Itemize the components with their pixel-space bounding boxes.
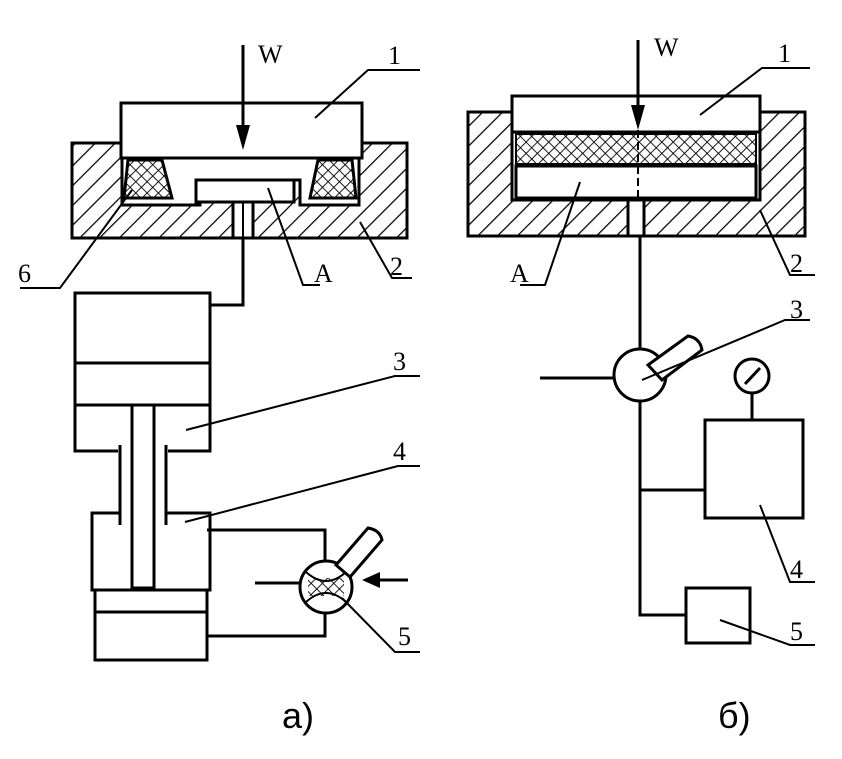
a-seal-right xyxy=(308,158,358,200)
a-recess xyxy=(120,156,361,207)
diagram-a: W xyxy=(18,40,420,736)
a-label-4: 4 xyxy=(393,437,406,466)
b-cavity xyxy=(514,164,758,200)
a-valve-handle[interactable] xyxy=(333,526,384,580)
a-caption: а) xyxy=(282,695,314,736)
b-valve-handle[interactable] xyxy=(645,334,704,383)
b-label-1: 1 xyxy=(778,39,791,68)
a-seal-left xyxy=(122,158,174,200)
a-label-5: 5 xyxy=(398,622,411,651)
b-spring-layer xyxy=(515,133,757,165)
a-label-6: 6 xyxy=(18,259,31,288)
diagram-b: W 1 2 A 3 4 5 б) xyxy=(466,33,815,736)
b-block-5 xyxy=(684,586,752,645)
a-force-label: W xyxy=(258,40,283,69)
b-block-4 xyxy=(703,418,805,520)
b-label-4: 4 xyxy=(790,555,803,584)
a-cavity xyxy=(194,178,296,204)
a-label-2: 2 xyxy=(390,252,403,281)
a-label-3: 3 xyxy=(393,347,406,376)
b-label-3: 3 xyxy=(790,295,803,324)
b-label-cavity: A xyxy=(510,259,529,288)
b-caption: б) xyxy=(718,695,751,736)
b-label-2: 2 xyxy=(790,249,803,278)
a-label-1: 1 xyxy=(388,41,401,70)
a-label-cavity: A xyxy=(314,259,333,288)
b-force-label: W xyxy=(654,33,679,62)
b-label-5: 5 xyxy=(790,617,803,646)
